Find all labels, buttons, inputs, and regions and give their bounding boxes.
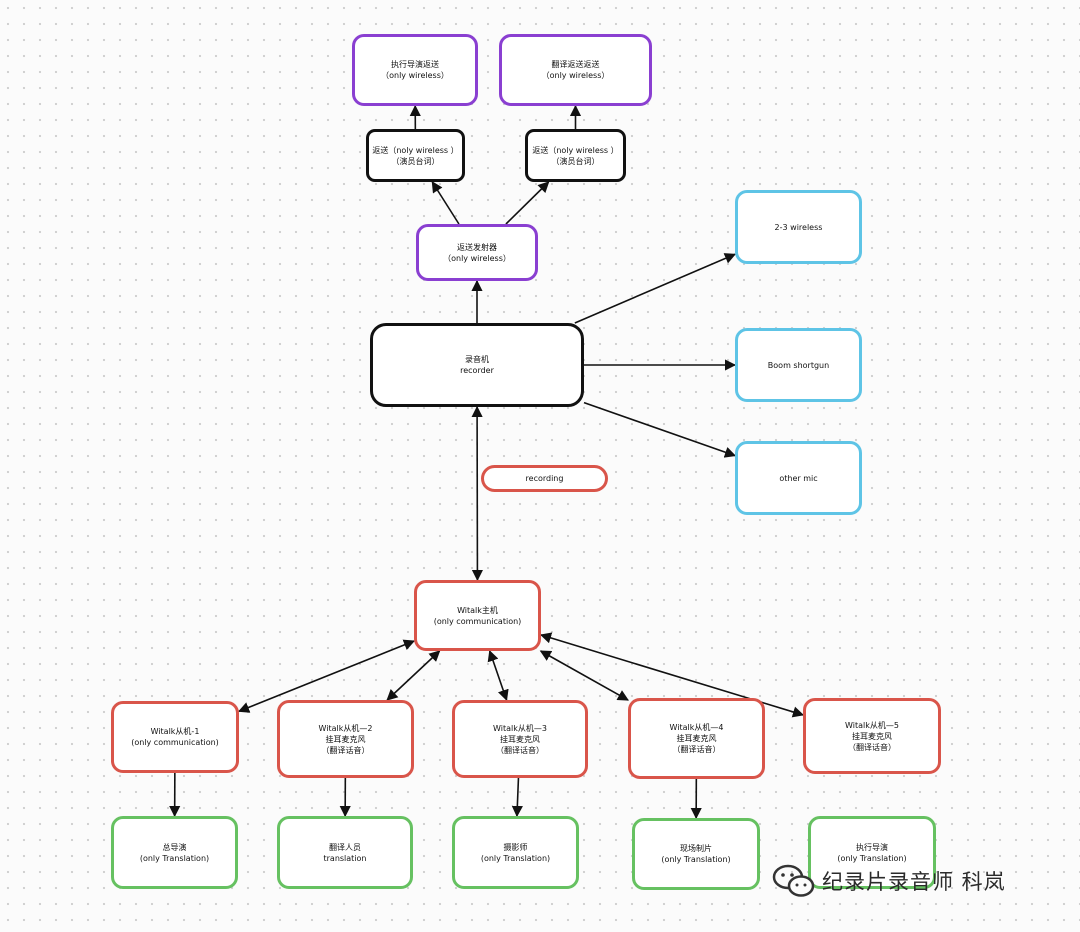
node-label: Witalk从机—4	[669, 723, 724, 732]
node-return-left[interactable]: 返送（noly wireless ） （演员台词）	[366, 129, 465, 182]
node-sublabel: （翻译话音）	[321, 745, 370, 755]
node-sublabel: (only Translation)	[139, 853, 210, 863]
connector-witalk_main-to-witalk_4	[539, 650, 629, 701]
node-exec-director[interactable]: 执行导演 (only Translation)	[808, 816, 936, 889]
node-return-right[interactable]: 返送（noly wireless ） （演员台词）	[525, 129, 626, 182]
node-sublabel: （演员台词）	[391, 156, 440, 166]
node-camera-operator[interactable]: 摄影师 (only Translation)	[452, 816, 579, 889]
node-other-mic[interactable]: other mic	[735, 441, 862, 515]
connector-recorder-to-other_mic	[583, 401, 737, 458]
node-label: Boom shortgun	[767, 360, 830, 370]
connector-witalk_main-to-witalk_3	[487, 649, 509, 702]
node-label: 2-3 wireless	[774, 222, 823, 232]
node-label: 摄影师	[503, 842, 528, 852]
node-label: 返送发射器	[457, 242, 497, 252]
node-return-transmitter[interactable]: 返送发射器 （only wireless）	[416, 224, 538, 281]
node-label: 翻译返送返送	[551, 60, 600, 69]
node-label: Witalk从机—2	[318, 723, 373, 733]
node-sublabel: （演员台词）	[551, 156, 600, 166]
node-sublabel: (only communication)	[131, 738, 219, 747]
node-sublabel: recorder	[460, 366, 494, 375]
node-sublabel: （only wireless）	[381, 71, 449, 80]
connector-recorder-to-wireless_2_3	[574, 253, 737, 324]
node-label: 返送（noly wireless ）	[372, 145, 459, 155]
node-sublabel: (only Translation)	[480, 853, 551, 863]
node-witalk-slave-1[interactable]: Witalk从机-1 (only communication)	[111, 701, 239, 773]
node-label: 翻译人员	[329, 842, 361, 852]
node-label: 现场制片	[680, 844, 712, 853]
node-sublabel: （翻译话音）	[848, 742, 896, 752]
node-sublabel: 挂耳麦克风	[852, 731, 892, 741]
recording-label: recording	[481, 465, 608, 492]
node-witalk-slave-4[interactable]: Witalk从机—4 挂耳麦克风 （翻译话音）	[628, 698, 765, 779]
watermark: 纪录片录音师 科岚	[772, 864, 1006, 898]
node-label: Witalk主机	[457, 605, 498, 615]
node-field-producer[interactable]: 现场制片 (only Translation)	[632, 818, 760, 890]
node-wireless-2-3[interactable]: 2-3 wireless	[735, 190, 862, 264]
node-sublabel: (only communication)	[433, 616, 522, 626]
connector-witalk_3-to-camera	[511, 777, 523, 818]
connector-witalk_main-to-witalk_2	[386, 650, 441, 701]
node-label: 返送（noly wireless ）	[532, 145, 619, 155]
node-sublabel: (only Translation)	[837, 853, 907, 863]
node-director[interactable]: 总导演 (only Translation)	[111, 816, 238, 889]
node-sublabel: 挂耳麦克风	[676, 734, 717, 743]
node-sublabel: (only Translation)	[661, 855, 731, 864]
connector-return_transmitter-to-return_left	[431, 181, 460, 225]
node-sublabel: 挂耳麦克风	[500, 734, 540, 744]
node-translation-return[interactable]: 翻译返送返送 （only wireless）	[499, 34, 652, 106]
node-label: 录音机	[465, 355, 489, 364]
node-boom-shortgun[interactable]: Boom shortgun	[735, 328, 862, 402]
connector-witalk_main-to-witalk_1	[237, 639, 416, 713]
node-label: Witalk从机-1	[150, 727, 200, 736]
node-exec-director-return[interactable]: 执行导演返送 （only wireless）	[352, 34, 478, 106]
node-label: other mic	[779, 473, 818, 483]
node-sublabel: （only wireless）	[541, 71, 610, 80]
node-translator[interactable]: 翻译人员 translation	[277, 816, 413, 889]
node-sublabel: translation	[323, 853, 367, 863]
node-sublabel: （only wireless）	[443, 253, 511, 263]
node-label: Witalk从机—3	[493, 723, 547, 733]
node-label: 执行导演	[856, 842, 888, 852]
node-sublabel: 挂耳麦克风	[325, 734, 366, 744]
node-witalk-slave-5[interactable]: Witalk从机—5 挂耳麦克风 （翻译话音）	[803, 698, 941, 774]
node-sublabel: （翻译话音）	[496, 745, 544, 755]
node-label: Witalk从机—5	[845, 720, 899, 730]
wechat-icon	[772, 864, 815, 897]
node-sublabel: （翻译话音）	[672, 745, 721, 754]
node-label: recording	[525, 474, 564, 483]
node-witalk-slave-2[interactable]: Witalk从机—2 挂耳麦克风 （翻译话音）	[277, 700, 414, 778]
node-witalk-main[interactable]: Witalk主机 (only communication)	[414, 580, 541, 651]
node-witalk-slave-3[interactable]: Witalk从机—3 挂耳麦克风 （翻译话音）	[452, 700, 588, 778]
connector-return_transmitter-to-return_right	[505, 181, 550, 225]
node-label: 总导演	[162, 842, 187, 852]
node-recorder[interactable]: 录音机 recorder	[370, 323, 584, 407]
watermark-text: 纪录片录音师 科岚	[822, 870, 1006, 894]
node-label: 执行导演返送	[391, 60, 439, 69]
